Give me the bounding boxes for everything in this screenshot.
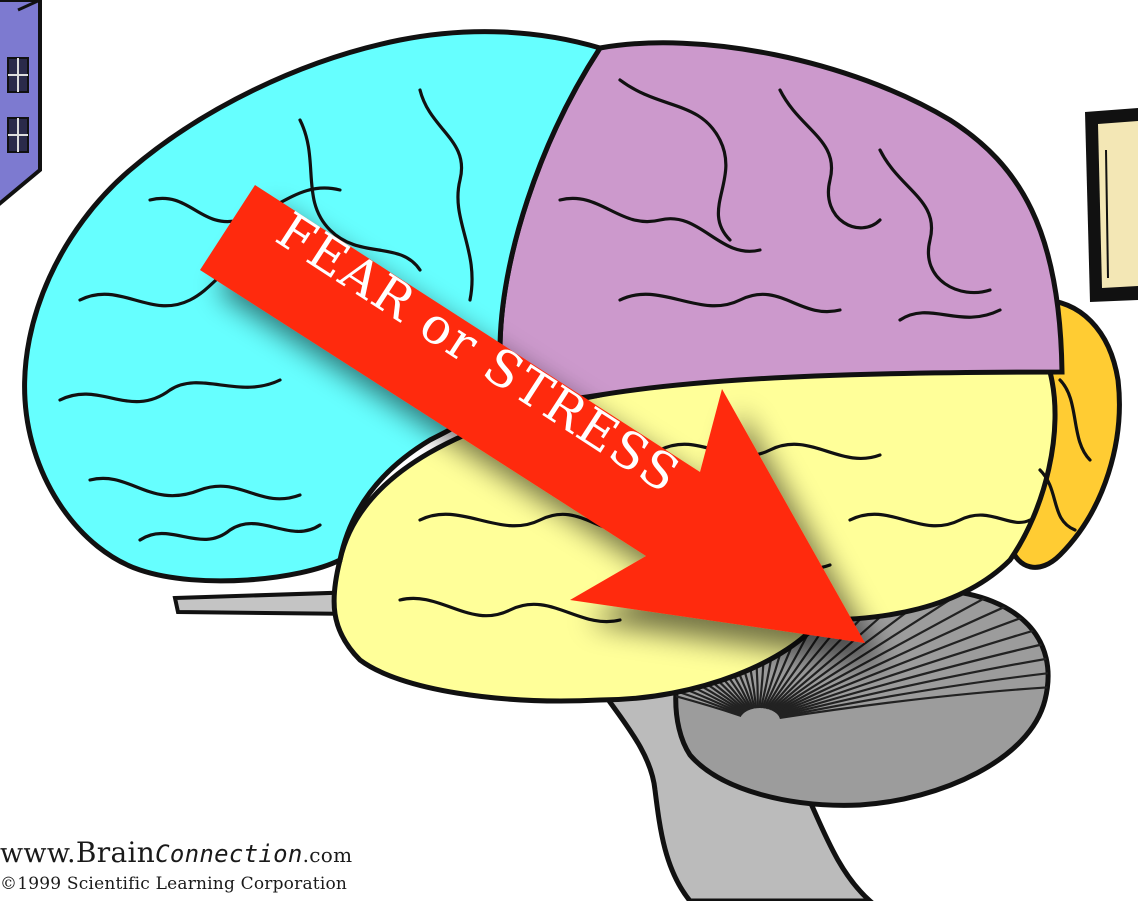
credit-site-connection: Connection <box>155 840 303 868</box>
credit-site-tld: .com <box>303 843 353 867</box>
sign-icon <box>1085 108 1138 302</box>
parietal-lobe <box>500 43 1062 399</box>
credit-copyright: ©1999 Scientific Learning Corporation <box>0 874 347 894</box>
schoolhouse-icon <box>0 0 40 205</box>
credit-site-brand: Brain <box>76 836 155 869</box>
credit-website: www.BrainConnection.com <box>0 836 352 869</box>
credit-site-prefix: www. <box>0 838 76 869</box>
